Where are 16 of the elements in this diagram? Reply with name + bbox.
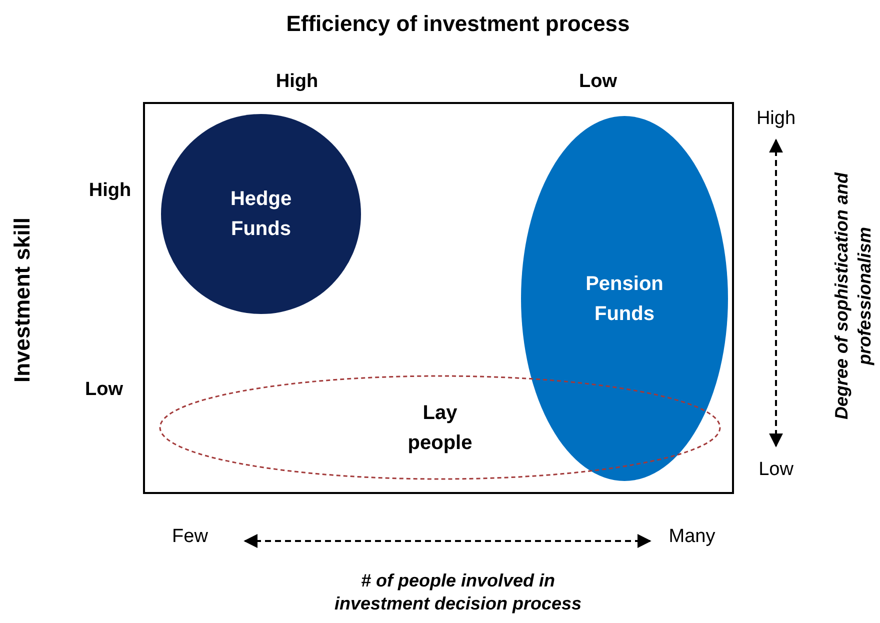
axis-tick-label: Few (172, 525, 208, 549)
axis-tick-label: High (88, 179, 132, 203)
frame-box (143, 102, 734, 494)
node-label: Pension Funds (584, 272, 664, 326)
axis-tick-label: High (276, 70, 318, 94)
node-label: Hedge Funds (229, 187, 293, 242)
axis-tick-label: Low (758, 458, 794, 482)
axis-title: Degree of sophistication and professionalism (830, 171, 876, 421)
axis-title: # of people involved in investment decision process (333, 570, 583, 614)
axis-title: Investment skill (8, 217, 36, 383)
diagram-title: Efficiency of investment process (286, 11, 630, 37)
axis-tick-label: Low (579, 70, 617, 94)
axis-tick-label: Many (668, 525, 716, 549)
axis-tick-label: High (756, 107, 796, 131)
node-label: Lay people (406, 400, 474, 456)
axis-tick-label: Low (85, 378, 123, 402)
